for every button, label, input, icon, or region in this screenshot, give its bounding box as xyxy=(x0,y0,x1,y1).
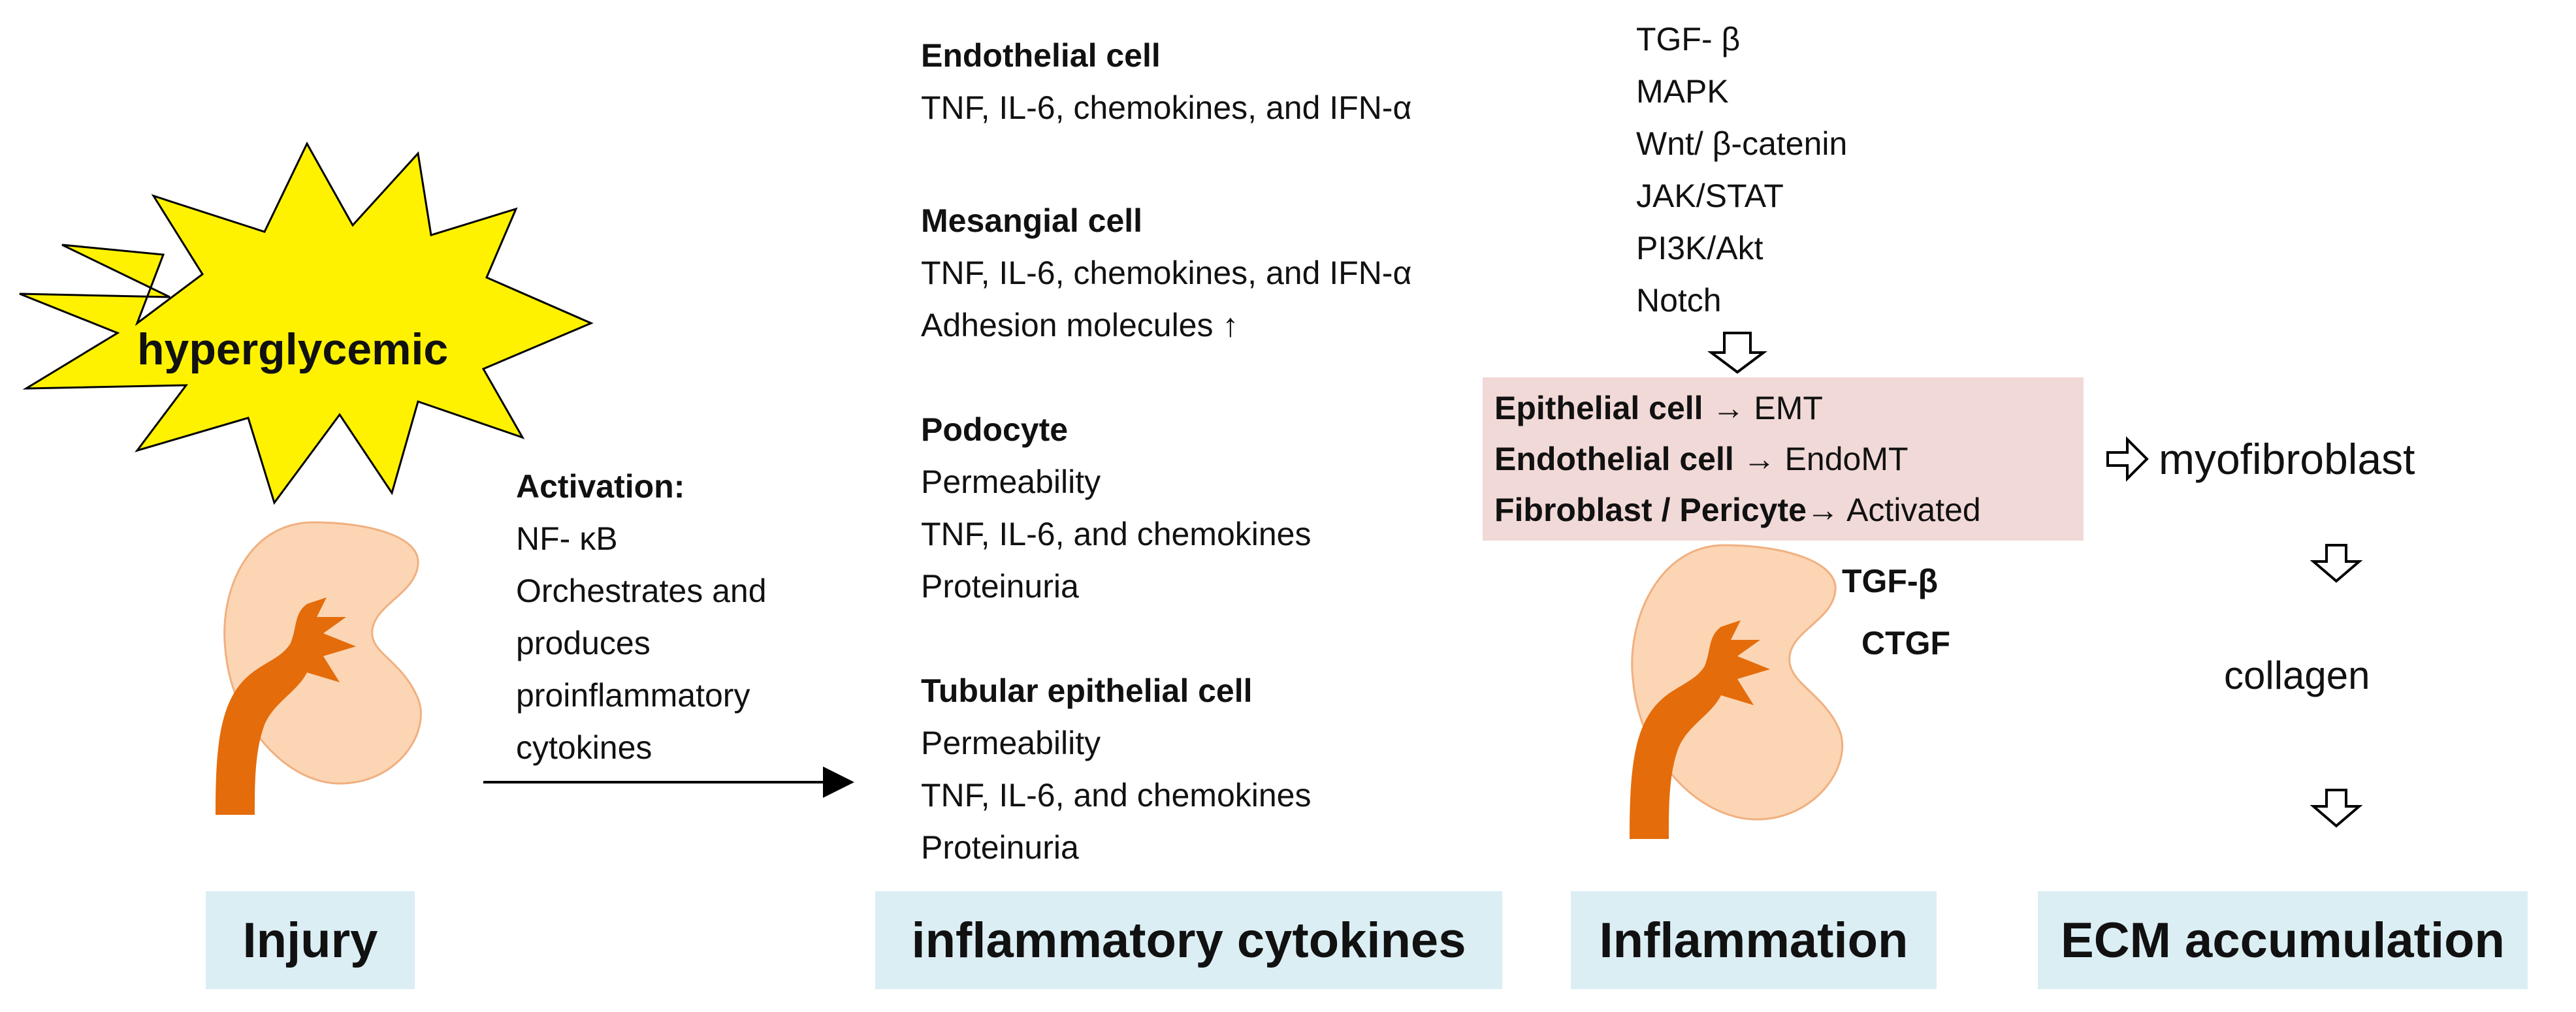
pathway-item: MAPK xyxy=(1636,73,1729,110)
activation-line: cytokines xyxy=(516,729,652,766)
podocyte-line: Permeability xyxy=(921,464,1101,500)
activation-line: Orchestrates and xyxy=(516,573,767,609)
stage-injury: Injury xyxy=(206,891,415,989)
tubular-epithelial-cell-line: Permeability xyxy=(921,725,1101,761)
pathway-item: TGF- β xyxy=(1636,21,1741,57)
to-myofibroblast-arrow xyxy=(2106,436,2149,482)
transition-result: EMT xyxy=(1754,390,1823,426)
hyperglycemic-burst-shape xyxy=(19,141,594,505)
podocyte-line: TNF, IL-6, and chemokines xyxy=(921,516,1312,552)
myofibroblast-to-collagen-arrow xyxy=(2310,544,2363,583)
stage-inflammatory-cytokines: inflammatory cytokines xyxy=(875,891,1502,989)
transition-row-fibroblast: Fibroblast / Pericyte→ Activated xyxy=(1494,486,1981,534)
transition-cell: Fibroblast / Pericyte xyxy=(1494,492,1807,528)
pathway-item: Notch xyxy=(1636,282,1722,319)
hyperglycemic-label: hyperglycemic xyxy=(137,324,449,374)
transition-result: EndoMT xyxy=(1784,441,1908,477)
cell-transition-box: Epithelial cell → EMT Endothelial cell →… xyxy=(1483,377,2084,541)
endothelial-cell-title: Endothelial cell xyxy=(921,37,1161,74)
tubular-epithelial-cell-line: TNF, IL-6, and chemokines xyxy=(921,777,1312,814)
kidney-icon-right xyxy=(1630,544,1843,839)
activation-title: Activation: xyxy=(516,468,685,505)
podocyte-title: Podocyte xyxy=(921,411,1069,448)
collagen-label: collagen xyxy=(2224,654,2370,697)
kidney-icon-left xyxy=(216,521,422,815)
pathway-item: JAK/STAT xyxy=(1636,178,1784,214)
transition-result: Activated xyxy=(1846,492,1981,528)
activation-line: proinflammatory xyxy=(516,677,750,714)
collagen-down-arrow xyxy=(2310,789,2363,828)
transition-arrow: → xyxy=(1733,441,1785,477)
transition-arrow: → xyxy=(1806,492,1847,528)
mesangial-cell-line: TNF, IL-6, chemokines, and IFN-α xyxy=(921,255,1412,291)
tubular-epithelial-cell-title: Tubular epithelial cell xyxy=(921,672,1253,709)
stage-inflammation: Inflammation xyxy=(1571,891,1937,989)
tubular-epithelial-cell-line: Proteinuria xyxy=(921,829,1079,866)
endothelial-cell-line: TNF, IL-6, chemokines, and IFN-α xyxy=(921,89,1412,126)
transition-arrow: → xyxy=(1703,390,1754,426)
pathway-item: Wnt/ β-catenin xyxy=(1636,125,1848,162)
transition-cell: Endothelial cell xyxy=(1494,441,1734,477)
myofibroblast-label: myofibroblast xyxy=(2159,435,2415,483)
transition-row-endothelial: Endothelial cell → EndoMT xyxy=(1494,435,1908,483)
activation-line: NF- κB xyxy=(516,520,618,557)
pathways-down-arrow xyxy=(1707,332,1767,374)
activation-line: produces xyxy=(516,625,651,661)
stage-ecm-accumulation: ECM accumulation xyxy=(2038,891,2528,989)
factor-ctgf: CTGF xyxy=(1861,625,1951,661)
podocyte-line: Proteinuria xyxy=(921,568,1079,605)
factor-tgf-beta: TGF-β xyxy=(1842,563,1939,599)
mesangial-cell-line: Adhesion molecules ↑ xyxy=(921,307,1239,343)
pathway-item: PI3K/Akt xyxy=(1636,230,1763,266)
transition-cell: Epithelial cell xyxy=(1494,390,1703,426)
mesangial-cell-title: Mesangial cell xyxy=(921,202,1143,239)
transition-row-epithelial: Epithelial cell → EMT xyxy=(1494,384,1823,432)
